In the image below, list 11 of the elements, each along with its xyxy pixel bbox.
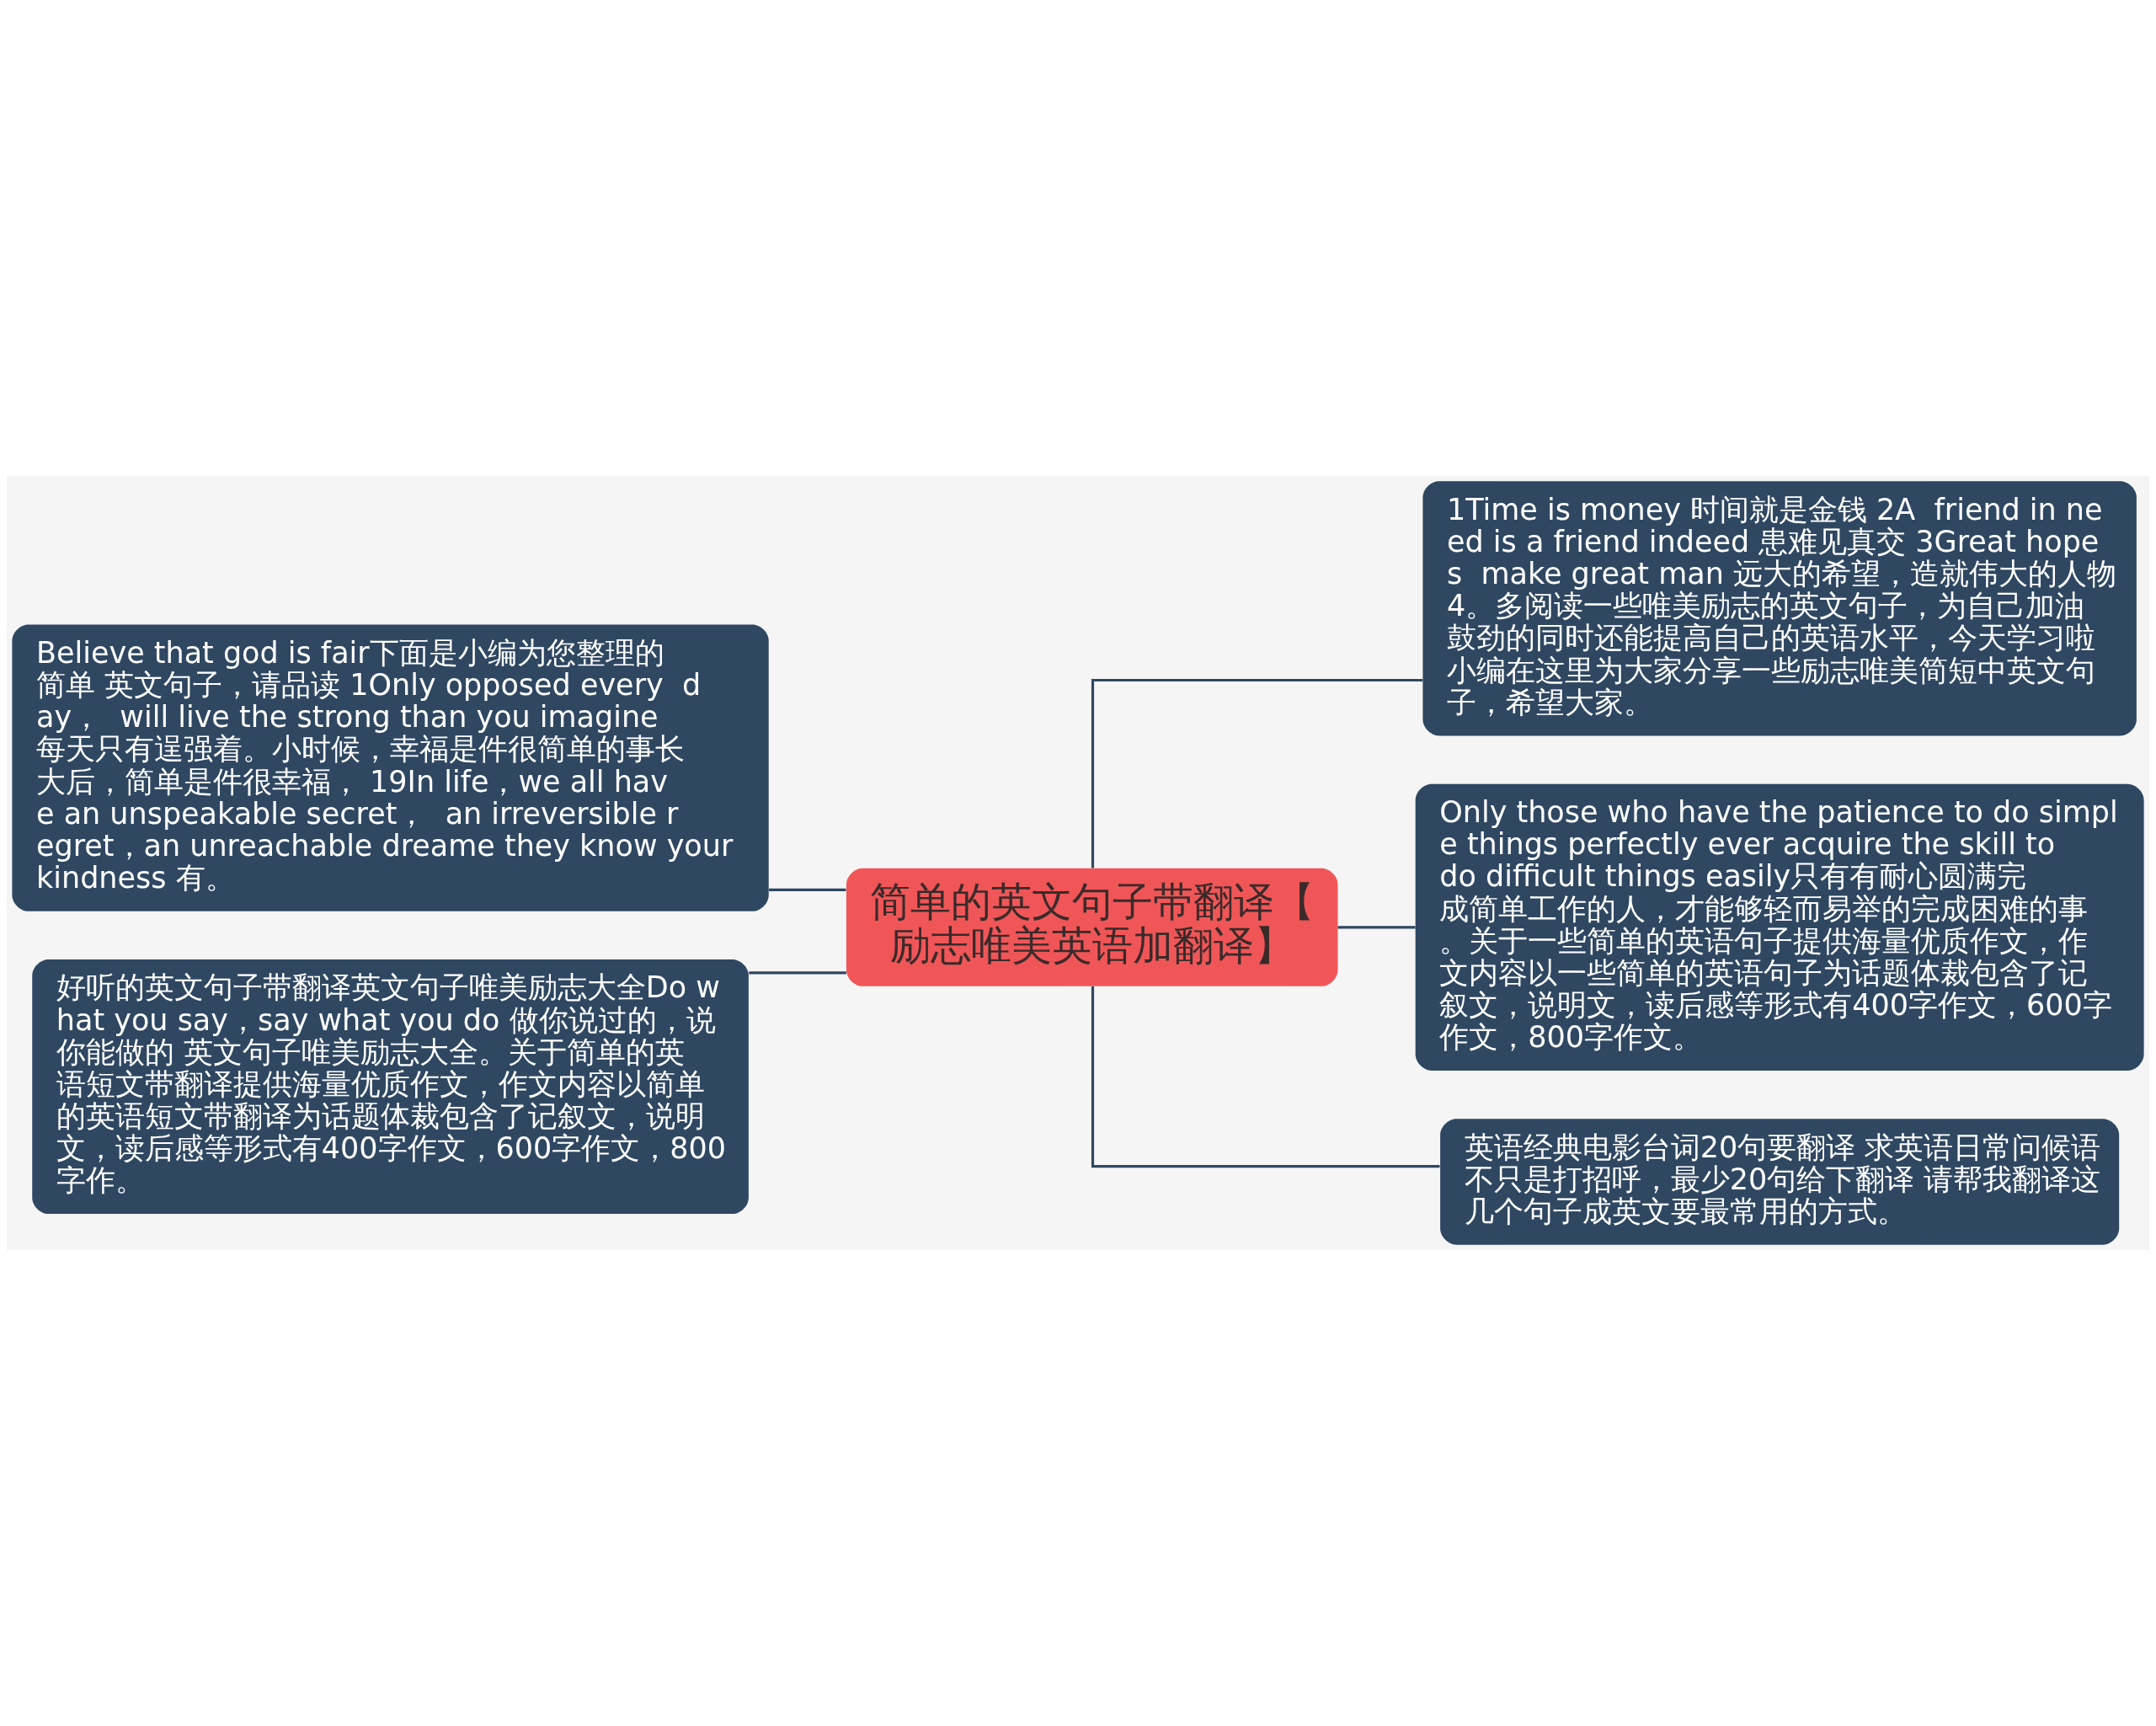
connector bbox=[749, 971, 846, 975]
connector bbox=[1091, 986, 1440, 1168]
connector bbox=[1337, 926, 1416, 929]
node-box: Believe that god is fair下面是小编为您整理的简单 英文句子，请品读 1Only opposed every day， will live the strong than you imagine 每天只有逞强着。小时候，幸福是件很简单的事长大后，简单是件很幸福， 19In life，we all have an unspeakable secret， an irreversible regret，an unreachable dreame they know your kindness 有。 bbox=[12, 624, 769, 911]
node-box: 英语经典电影台词20句要翻译 求英语日常问候语不只是打招呼，最少20句给下翻译 请帮我翻译这几个句子成英文要最常用的方式。 bbox=[1440, 1119, 2120, 1245]
node-box: 1Time is money 时间就是金钱 2A friend in need is a friend indeed 患难见真交 3Great hopes make great man 远大的希望，造就伟大的人物 4。多阅读一些唯美励志的英文句子，为自己加油鼓劲的同时还能提高自己的英语水平，今天学习啦小编在这里为大家分享一些励志唯美简短中英文句子，希望大家。 bbox=[1422, 481, 2137, 736]
node-box: Only those who have the patience to do simple things perfectly ever acquire the skill to do difficult things easily只有有耐心圆满完成简单工作的人，才能够轻而易举的完成困难的事。关于一些简单的英语句子提供海量优质作文，作文内容以一些简单的英语句子为话题体裁包含了记叙文，说明文，读后感等形式有400字作文，600字作文，800字作文。 bbox=[1415, 783, 2144, 1071]
node-box: 好听的英文句子带翻译英文句子唯美励志大全Do what you say，say what you do 做你说过的，说你能做的 英文句子唯美励志大全。关于简单的英语短文带翻译提供海量优质作文，作文内容以简单的英语短文带翻译为话题体裁包含了记叙文，说明文，读后感等形式有400字作文，600字作文，800字作。 bbox=[32, 959, 749, 1215]
connector bbox=[1091, 678, 1423, 868]
node-box: 简单的英文句子带翻译【励志唯美英语加翻译】 bbox=[846, 868, 1338, 986]
connector bbox=[769, 888, 846, 891]
